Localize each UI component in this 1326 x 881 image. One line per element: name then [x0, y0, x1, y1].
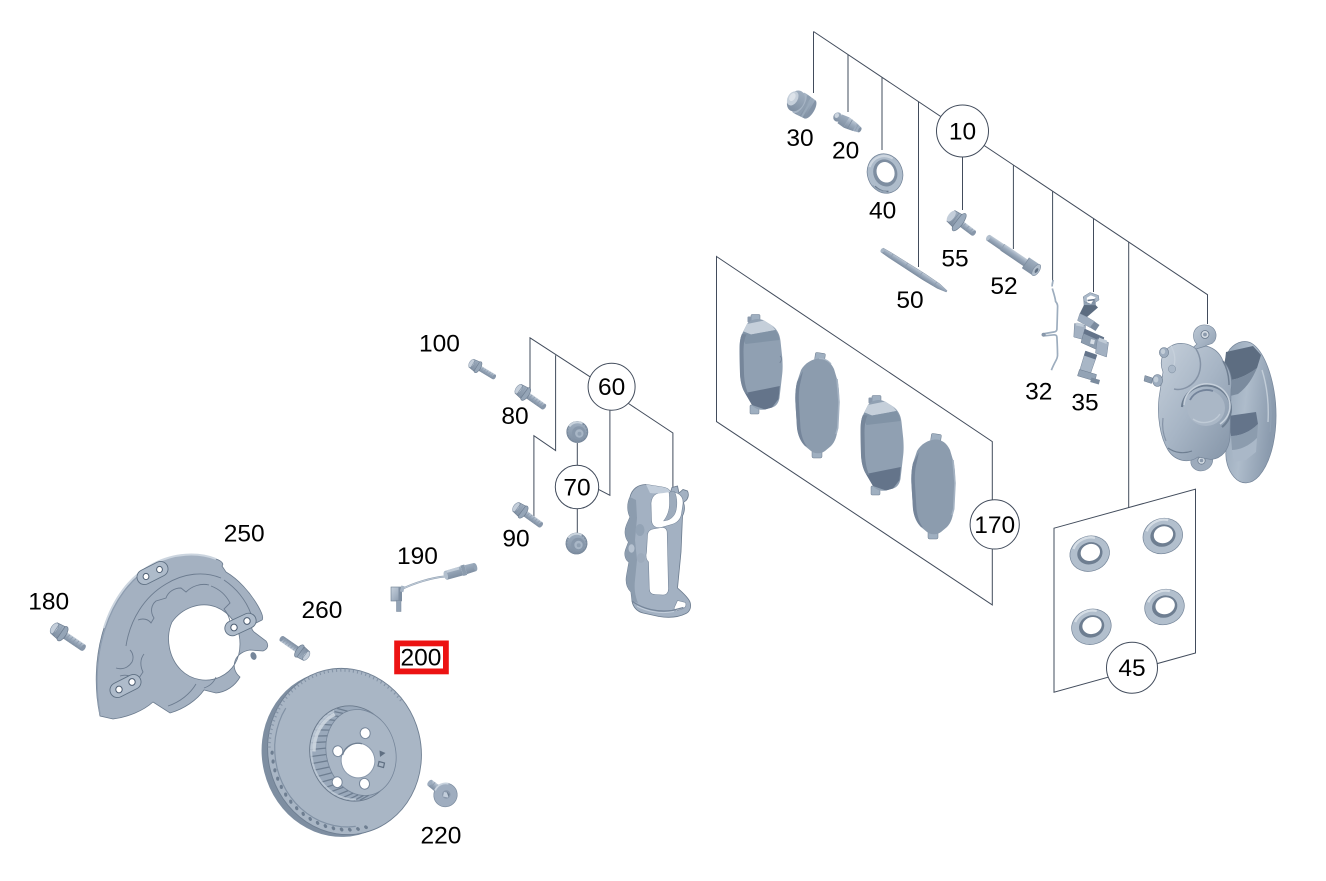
svg-text:80: 80 [501, 403, 528, 430]
svg-text:35: 35 [1071, 390, 1098, 417]
svg-text:30: 30 [786, 125, 813, 152]
svg-text:170: 170 [974, 512, 1015, 539]
svg-text:100: 100 [419, 331, 460, 358]
svg-text:180: 180 [28, 589, 69, 616]
svg-text:32: 32 [1025, 379, 1052, 406]
svg-text:260: 260 [302, 597, 343, 624]
svg-text:70: 70 [563, 475, 590, 502]
svg-text:190: 190 [397, 543, 438, 570]
svg-text:55: 55 [941, 246, 968, 273]
svg-text:60: 60 [598, 374, 625, 401]
svg-text:250: 250 [224, 521, 265, 548]
svg-text:45: 45 [1118, 655, 1145, 682]
svg-text:52: 52 [990, 273, 1017, 300]
svg-text:200: 200 [401, 645, 442, 672]
svg-text:10: 10 [949, 119, 976, 146]
svg-text:220: 220 [421, 823, 462, 850]
svg-text:90: 90 [502, 526, 529, 553]
svg-text:40: 40 [869, 198, 896, 225]
svg-text:50: 50 [896, 287, 923, 314]
svg-text:20: 20 [832, 138, 859, 165]
